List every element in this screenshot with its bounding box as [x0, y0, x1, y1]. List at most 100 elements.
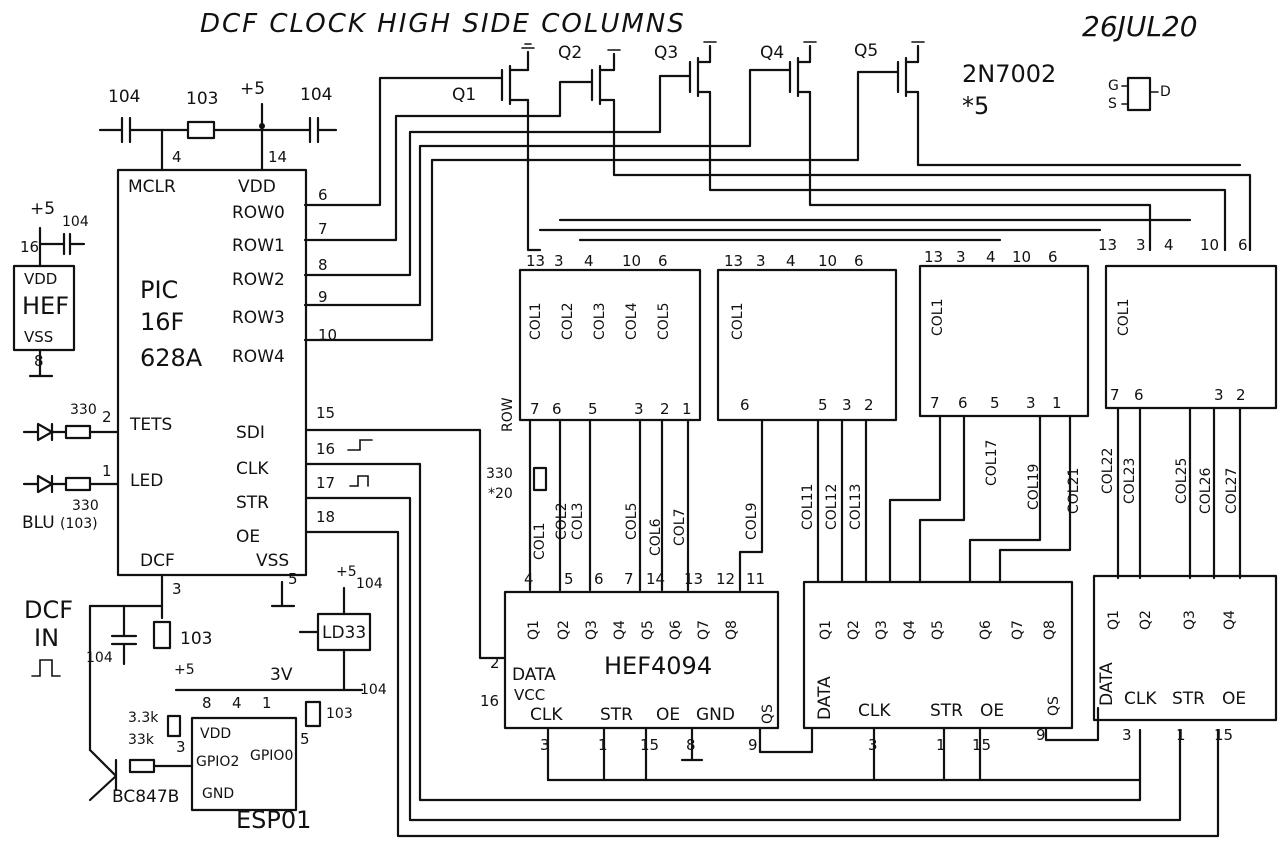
shift-register-1: DATA HEF4094 VCC CLK STR OE GND QS 16 2 … [480, 570, 780, 754]
sr1-pin-1: 1 [598, 736, 608, 754]
sr1-vcc-pin: 16 [480, 692, 499, 710]
m3-top-4: 4 [986, 248, 996, 266]
schematic-title: DCF CLOCK HIGH SIDE COLUMNS [200, 9, 686, 39]
sr2-pin-15: 15 [972, 736, 991, 754]
sr2-oe: OE [980, 701, 1004, 721]
w1-col1: COL1 [532, 522, 548, 560]
pic-row1-label: ROW1 [232, 236, 285, 256]
transistor-count-label: *5 [962, 92, 989, 120]
plus5-label: +5 [240, 79, 265, 99]
sr1-q3: Q3 [584, 620, 600, 640]
q2-label: Q2 [558, 43, 582, 63]
pic-name-2: 16F [140, 308, 184, 336]
esp-name: ESP01 [236, 806, 311, 834]
m1-top-3: 3 [554, 252, 564, 270]
row-wires [303, 68, 900, 342]
m1-top-6: 6 [658, 252, 668, 270]
m4-bot-3: 3 [1214, 386, 1224, 404]
sr1-pin-15: 15 [640, 736, 659, 754]
hef-pin8: 8 [34, 352, 44, 370]
ld33-name: LD33 [322, 623, 366, 643]
pic-name-3: 628A [140, 344, 203, 372]
led-blu: BLU [22, 513, 55, 533]
fet-pinout-symbol: G S D [1108, 76, 1171, 112]
sr3-pin-15: 15 [1214, 726, 1233, 744]
ld33-regulator: +5 104 LD33 3V 104 [174, 564, 387, 698]
sr1-top-6: 6 [594, 570, 604, 588]
sr3-clk: CLK [1124, 689, 1157, 709]
w1-col3: COL3 [570, 502, 586, 540]
sr1-data: DATA [512, 665, 556, 685]
led-blu-note: (103) [60, 516, 98, 532]
sr3-q1: Q1 [1106, 610, 1122, 630]
sr1-top-7: 7 [624, 570, 634, 588]
schematic-date: 26JUL20 [1082, 10, 1198, 43]
esp-pin4: 4 [232, 694, 242, 712]
w2-col13: COL13 [848, 484, 864, 530]
hef-pin16: 16 [20, 238, 39, 256]
pic-pin-str: 17 [316, 474, 335, 492]
sr1-oe: OE [656, 705, 680, 725]
pic-vdd-label: VDD [238, 177, 276, 197]
m4-top-4: 4 [1164, 236, 1174, 254]
transistor-q5: Q5 [854, 41, 925, 98]
col-wire-labels: COL1 COL2 COL3 COL5 COL6 COL7 COL9 COL11… [532, 440, 1240, 560]
sr3-data: DATA [1097, 662, 1117, 706]
m2-bot-6: 6 [740, 396, 750, 414]
sr2-str: STR [930, 701, 963, 721]
led-matrix-1: COL1 COL2 COL3 COL4 COL5 13 3 4 10 6 ROW… [500, 252, 702, 432]
sr1-str: STR [600, 705, 633, 725]
w1-col6: COL6 [648, 518, 664, 556]
transistor-q1: Q1 [452, 43, 535, 106]
ld33-cap-value: 104 [356, 576, 383, 592]
transistor-part-label: 2N7002 [962, 60, 1056, 88]
sr1-q7: Q7 [696, 620, 712, 640]
sr3-pin-3: 3 [1122, 726, 1132, 744]
sr3-pin-1: 1 [1176, 726, 1186, 744]
led-matrix-2: COL1 13 3 4 10 6 6 5 3 2 [716, 252, 898, 422]
ld33-3v: 3V [270, 665, 293, 685]
m3-bot-6: 6 [958, 394, 968, 412]
m3-top-13: 13 [924, 248, 943, 266]
w1-col5: COL5 [624, 502, 640, 540]
sr2-q4: Q4 [902, 620, 918, 640]
m3-bot-3: 3 [1026, 394, 1036, 412]
pic-pin-row2: 8 [318, 256, 328, 274]
sr2-q1: Q1 [818, 620, 834, 640]
led-circuits: 330 330 BLU (103) [22, 402, 120, 533]
m2-bot-3: 3 [842, 396, 852, 414]
pic-bus-wires [304, 428, 1220, 838]
w3-col17: COL17 [984, 440, 1000, 486]
fet-drain-label: D [1160, 84, 1171, 100]
sr1-data-pin: 2 [490, 654, 500, 672]
sr1-gnd: GND [696, 705, 735, 725]
w2-col11: COL11 [800, 484, 816, 530]
q4-label: Q4 [760, 43, 784, 63]
sr1-q5: Q5 [640, 620, 656, 640]
bc-r2: 33k [128, 732, 155, 748]
pic-pin-tets: 2 [102, 408, 112, 426]
sr1-top-5: 5 [564, 570, 574, 588]
sr3-q3: Q3 [1182, 610, 1198, 630]
sr1-qs: QS [760, 704, 776, 724]
m2-top-10: 10 [818, 252, 837, 270]
sr1-q6: Q6 [668, 620, 684, 640]
pic-pin-row4: 10 [318, 326, 337, 344]
hef-vdd: VDD [24, 270, 57, 288]
esp-pin5: 5 [300, 730, 310, 748]
m4-top-10: 10 [1200, 236, 1219, 254]
sr1-top-14: 14 [646, 570, 665, 588]
w4-col25: COL25 [1174, 458, 1190, 504]
sr1-q2: Q2 [556, 620, 572, 640]
pic-vss-label: VSS [256, 551, 289, 571]
dcf-in-2: IN [34, 624, 59, 652]
sr1-top-11: 11 [746, 570, 765, 588]
sr2-pin-3: 3 [868, 736, 878, 754]
sr1-top-13: 13 [684, 570, 703, 588]
pic-pin-row3: 9 [318, 288, 328, 306]
sr2-q5: Q5 [930, 620, 946, 640]
sr1-top-12: 12 [716, 570, 735, 588]
w1-col7: COL7 [672, 508, 688, 546]
pic-pin-led: 1 [102, 462, 112, 480]
